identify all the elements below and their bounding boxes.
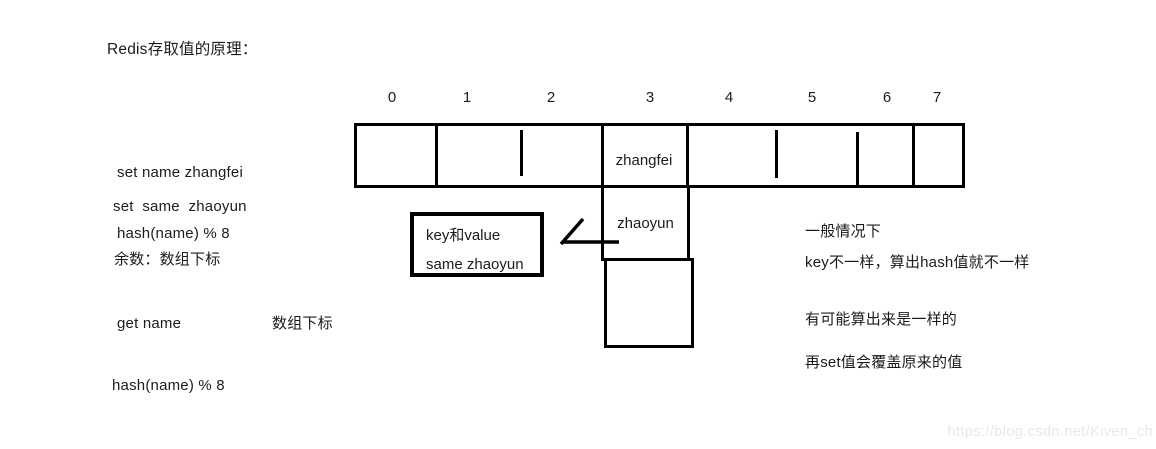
array-index-2: 2: [546, 89, 556, 106]
array-index-1: 1: [462, 89, 472, 106]
cell-divider-tick: [856, 132, 859, 185]
key-value-box-line1: key和value: [426, 227, 501, 244]
page-title: Redis存取值的原理：: [107, 41, 258, 58]
note-different-key-hash: key不一样，算出hash值就不一样: [805, 254, 1030, 271]
array-index-4: 4: [724, 89, 734, 106]
note-general-case: 一般情况下: [805, 223, 882, 240]
array-index-5: 5: [807, 89, 817, 106]
note-set-same-zhaoyun: set same zhaoyun: [113, 198, 247, 215]
note-remainder-index: 余数：数组下标: [114, 251, 221, 268]
note-get-name: get name: [117, 315, 182, 332]
key-value-box-line2: same zhaoyun: [426, 256, 524, 273]
note-possible-same-hash: 有可能算出来是一样的: [805, 311, 958, 328]
cell-divider: [435, 126, 438, 185]
arrow-left-icon: [559, 217, 619, 246]
cell-divider: [601, 126, 604, 185]
array-index-7: 7: [932, 89, 942, 106]
note-set-overwrites: 再set值会覆盖原来的值: [805, 354, 963, 371]
collision-cell-value: zhaoyun: [617, 214, 674, 232]
key-value-box: key和value same zhaoyun: [410, 212, 544, 277]
note-array-index: 数组下标: [272, 315, 333, 332]
note-hash-mod-1: hash(name) % 8: [117, 225, 230, 242]
watermark-url: https://blog.csdn.net/Kiven_ch: [947, 424, 1153, 440]
cell-divider: [912, 126, 915, 185]
cell-divider-tick: [775, 130, 778, 178]
note-set-name-zhangfei: set name zhangfei: [117, 164, 243, 181]
empty-chain-cell: [604, 258, 694, 348]
cell-divider: [686, 126, 689, 185]
array-index-3: 3: [645, 89, 655, 106]
cell-divider-tick: [520, 130, 523, 176]
cell-3-value: zhangfei: [615, 152, 673, 169]
array-index-6: 6: [882, 89, 892, 106]
note-hash-mod-2: hash(name) % 8: [112, 377, 225, 394]
array-index-0: 0: [387, 89, 397, 106]
